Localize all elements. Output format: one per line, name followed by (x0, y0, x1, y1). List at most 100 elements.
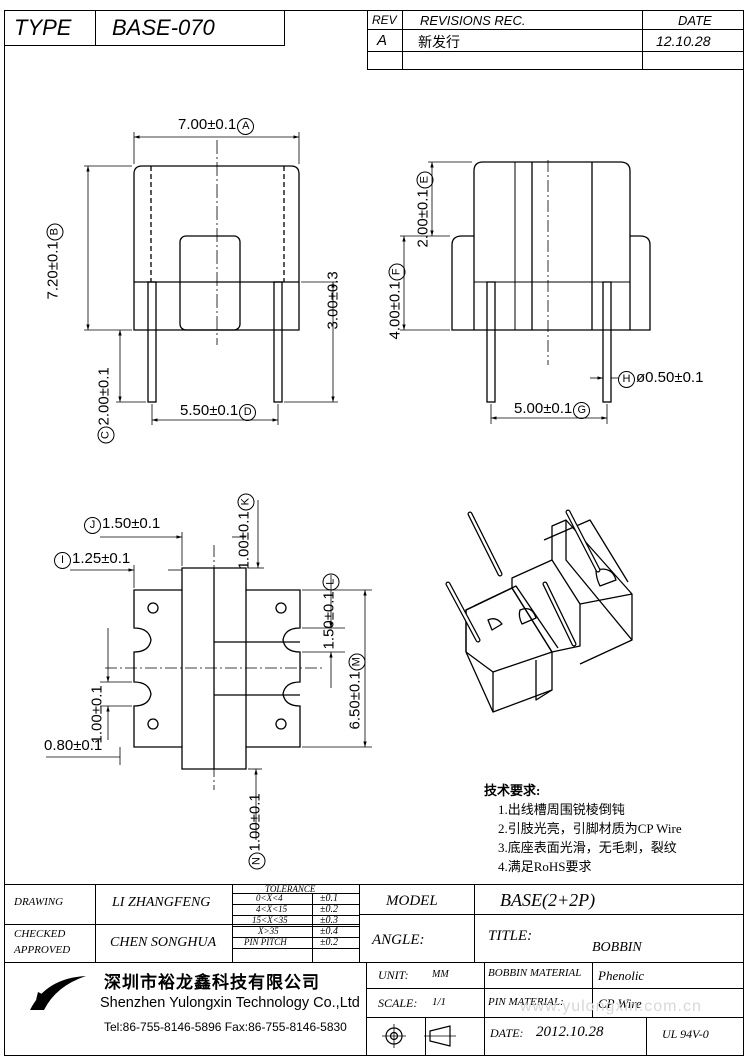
rev-divider-1 (402, 10, 403, 70)
tb-line (312, 893, 313, 962)
tb-line (592, 962, 593, 1017)
tb-line (474, 884, 475, 962)
drawing-name: LI ZHANGFENG (112, 895, 211, 910)
type-label: TYPE (14, 15, 72, 40)
tag-d: D (239, 404, 257, 421)
tb-line (4, 962, 744, 963)
company-name-en: Shenzhen Yulongxin Technology Co.,Ltd (100, 995, 360, 1011)
ul-rating: UL 94V-0 (662, 1027, 709, 1041)
drawing-label: DRAWING (14, 896, 64, 908)
technical-drawing (46, 132, 651, 840)
dim-body-height: 3.00±0.3 (324, 271, 342, 330)
date-header-label: DATE (678, 13, 712, 28)
tb-line (232, 937, 359, 938)
tb-line (359, 884, 360, 962)
rev-label: REV (372, 13, 397, 27)
isometric-view (445, 509, 633, 713)
company-name-cn: 深圳市裕龙鑫科技有限公司 (104, 973, 320, 992)
dim-side-top: 2.00±0.1E (415, 128, 434, 248)
tb-line (232, 893, 359, 894)
angle-label: ANGLE: (372, 932, 425, 948)
dim-left-mid: 1.00±0.1 (88, 685, 106, 744)
checked-label: CHECKED (14, 928, 66, 940)
tag-m: M (348, 653, 366, 671)
note-item: 1.出线槽周围锐棱倒钝 (498, 802, 625, 817)
scale-label: SCALE: (378, 996, 418, 1010)
scale-value: 1/1 (432, 996, 447, 1008)
tag-b: B (46, 223, 64, 241)
tb-line (366, 1017, 744, 1018)
top-view (46, 500, 372, 840)
company-contact: Tel:86-755-8146-5896 Fax:86-755-8146-583… (104, 1020, 347, 1034)
tol-range: PIN PITCH (244, 937, 287, 947)
unit-label: UNIT: (378, 968, 409, 982)
title-label: TITLE: (488, 928, 533, 944)
bobbin-material-label: BOBBIN MATERIAL (488, 967, 582, 979)
tb-line (366, 962, 367, 1056)
tag-c: C (97, 426, 115, 444)
tol-value: ±0.2 (320, 904, 338, 915)
dim-bottom-ext: N1.00±0.1 (247, 750, 266, 870)
tol-range: 4<X<15 (256, 904, 288, 914)
revision-date: 12.10.28 (656, 33, 711, 49)
tolerance-label: TOLERANCE (265, 884, 316, 894)
tol-value: ±0.4 (320, 926, 338, 937)
date-value: 2012.10.28 (536, 1024, 604, 1040)
pin-material-label: PIN MATERIAL: (488, 996, 564, 1008)
model-label: MODEL (386, 893, 438, 909)
technical-notes: 技术要求: 1.出线槽周围锐棱倒钝 2.引肢光亮，引脚材质为CP Wire 3.… (484, 781, 682, 876)
date-label: DATE: (490, 1026, 524, 1040)
title-block (4, 884, 744, 1056)
tag-k: K (237, 493, 255, 511)
tag-l: L (322, 573, 340, 591)
tb-line (232, 926, 359, 927)
revisions-label: REVISIONS REC. (420, 13, 526, 28)
tol-value: ±0.2 (320, 937, 338, 948)
rev-row-line-2 (367, 51, 744, 52)
dim-side-height: 4.00±0.1F (387, 220, 406, 340)
tag-n: N (248, 852, 266, 870)
dim-top-slot: 1.50±0.1L (321, 530, 340, 650)
dim-front-height: 7.20±0.1B (45, 180, 64, 300)
tag-j: J (84, 517, 101, 534)
watermark: www.yulongxin.com.cn (520, 998, 702, 1015)
dim-left-bottom: 0.80±0.1 (44, 737, 103, 754)
tag-a: A (237, 118, 255, 135)
tag-e: E (416, 171, 434, 189)
unit-value: MM (432, 969, 449, 980)
tb-line (425, 1017, 426, 1056)
note-item: 3.底座表面光滑，无毛刺，裂纹 (498, 840, 677, 855)
company-logo-icon (30, 976, 86, 1010)
side-view (400, 160, 651, 424)
tb-line (4, 924, 359, 925)
tol-range: 15<X<35 (252, 915, 288, 925)
revisions-table (367, 10, 744, 70)
rev-divider-2 (642, 10, 643, 70)
checked-name: CHEN SONGHUA (110, 935, 217, 950)
dim-top-total: 6.50±0.1M (347, 610, 366, 730)
projection-symbol-icon (382, 1024, 456, 1048)
front-view (84, 132, 338, 425)
tb-line (366, 988, 744, 989)
approved-label: APPROVED (14, 944, 71, 956)
title-value: BOBBIN (592, 940, 642, 955)
bobbin-material-value: Phenolic (598, 968, 645, 983)
dim-pin-length: C2.00±0.1 (96, 324, 115, 444)
tb-line (232, 884, 233, 962)
tag-i: I (54, 552, 71, 569)
note-item: 4.满足RoHS要求 (498, 859, 592, 874)
part-number: BASE-070 (112, 15, 215, 40)
tb-line (95, 884, 96, 962)
tb-line (232, 915, 359, 916)
tol-value: ±0.1 (320, 893, 338, 904)
tb-line (646, 1017, 647, 1056)
pin-material-value: CP Wire (598, 996, 642, 1011)
tag-g: G (573, 402, 591, 419)
rev-value: A (377, 32, 388, 49)
